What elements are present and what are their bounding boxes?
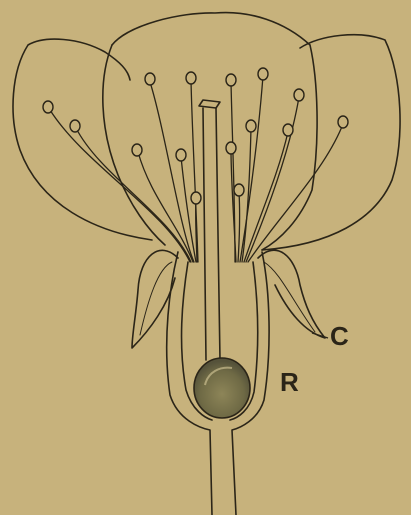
stamen-filament	[238, 192, 240, 262]
right-petal	[262, 35, 400, 250]
ovary	[194, 358, 250, 418]
stamen-anther	[234, 184, 244, 196]
receptacle-label: R	[280, 369, 299, 395]
style-left	[203, 108, 206, 360]
style-right	[216, 108, 220, 360]
stamen-anther	[226, 142, 236, 154]
stamen-filament	[50, 110, 190, 262]
leader-line-c	[312, 333, 328, 338]
stamen-anther	[258, 68, 268, 80]
stamen-filament	[248, 124, 343, 262]
stamen-anther	[70, 120, 80, 132]
stamen-anther	[145, 73, 155, 85]
stamen-anther	[226, 74, 236, 86]
sepal-label: C	[330, 323, 349, 349]
stamen-filament	[191, 80, 198, 262]
left-sepal	[132, 250, 178, 348]
stamen-anther	[186, 72, 196, 84]
stamen-anther	[283, 124, 293, 136]
stamen-anther	[246, 120, 256, 132]
stamen-anther	[294, 89, 304, 101]
right-sepal-midrib	[264, 262, 315, 332]
stamen-filament	[240, 76, 263, 262]
stamen-anther	[176, 149, 186, 161]
stamen-anther	[132, 144, 142, 156]
stamen-anther	[338, 116, 348, 128]
stamen-anther	[191, 192, 201, 204]
stigma	[199, 100, 220, 108]
stamen-anther	[43, 101, 53, 113]
